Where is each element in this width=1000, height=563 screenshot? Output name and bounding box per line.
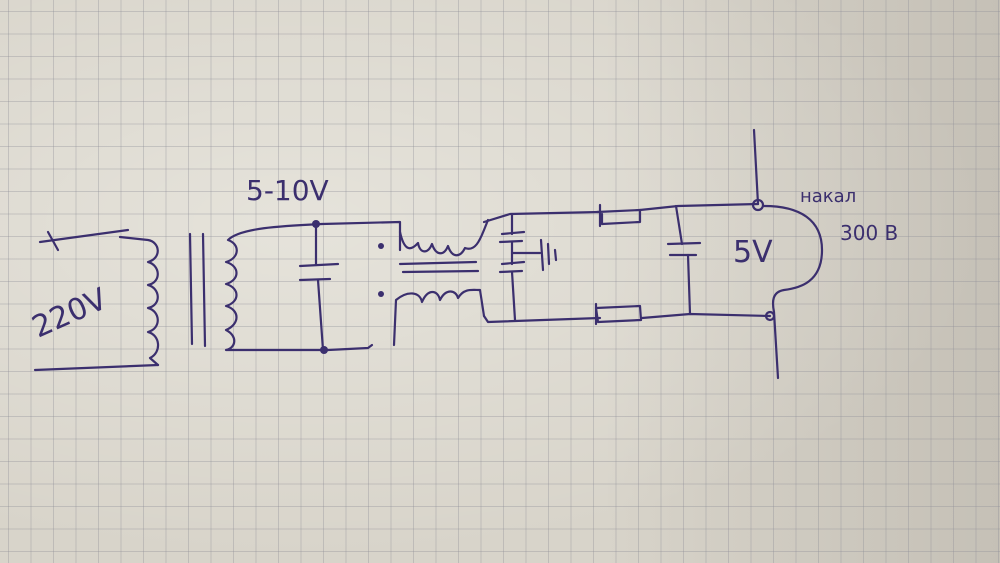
label-secondary-voltage: 5-10V bbox=[246, 174, 329, 207]
c3-plate-bottom bbox=[498, 269, 524, 274]
inductor-bottom-coil bbox=[392, 288, 486, 347]
output-terminals bbox=[751, 128, 824, 380]
core-line-2 bbox=[201, 232, 207, 348]
output-lead-top bbox=[752, 128, 760, 206]
polarity-dot-bottom bbox=[378, 291, 384, 297]
capacitor-1 bbox=[298, 220, 340, 354]
mains-lead-top bbox=[38, 228, 130, 244]
ground-icon bbox=[539, 238, 558, 272]
rail-top-out bbox=[638, 202, 760, 212]
polarity-dot-top bbox=[378, 243, 384, 249]
junction-dot bbox=[312, 220, 320, 228]
c3-plate-top bbox=[500, 260, 526, 266]
capacitor-stack bbox=[498, 212, 558, 322]
transformer-core bbox=[188, 232, 207, 348]
inductor-core-2 bbox=[401, 269, 480, 274]
resistor-top bbox=[595, 203, 642, 228]
resistor-bottom bbox=[594, 302, 643, 326]
core-line-1 bbox=[188, 232, 194, 346]
mains-lead-tick bbox=[46, 230, 60, 252]
heater-loop bbox=[762, 204, 824, 380]
label-mains-voltage: 220V bbox=[27, 282, 113, 346]
transformer-secondary bbox=[224, 222, 330, 352]
primary-coil bbox=[118, 235, 160, 367]
mains-input bbox=[33, 228, 160, 372]
c1-plate-bottom bbox=[298, 277, 332, 282]
capacitor-4 bbox=[666, 204, 702, 316]
c2-plate-top bbox=[500, 230, 526, 236]
transformer-primary bbox=[118, 235, 160, 367]
rail-bottom-out bbox=[640, 312, 772, 320]
wire-top-1 bbox=[320, 220, 402, 252]
mains-lead-bottom bbox=[33, 363, 160, 372]
wire-bottom-1 bbox=[326, 343, 374, 352]
c2-plate-bottom bbox=[498, 239, 524, 244]
label-heater: накал bbox=[800, 186, 856, 207]
terminal-top bbox=[751, 198, 765, 212]
coupled-inductor bbox=[378, 218, 490, 347]
rail-top bbox=[482, 210, 602, 224]
label-output-voltage: 5V bbox=[733, 235, 773, 270]
secondary-coil bbox=[224, 222, 330, 352]
junction-dot bbox=[320, 346, 328, 354]
label-heater-voltage: 300 B bbox=[840, 221, 898, 245]
inductor-core-1 bbox=[398, 260, 478, 266]
c1-lead-bottom bbox=[316, 278, 325, 352]
rail-bottom bbox=[482, 314, 602, 324]
c1-plate-top bbox=[298, 262, 340, 268]
inductor-top-coil bbox=[398, 218, 490, 257]
c3-lead-bottom bbox=[510, 270, 517, 322]
